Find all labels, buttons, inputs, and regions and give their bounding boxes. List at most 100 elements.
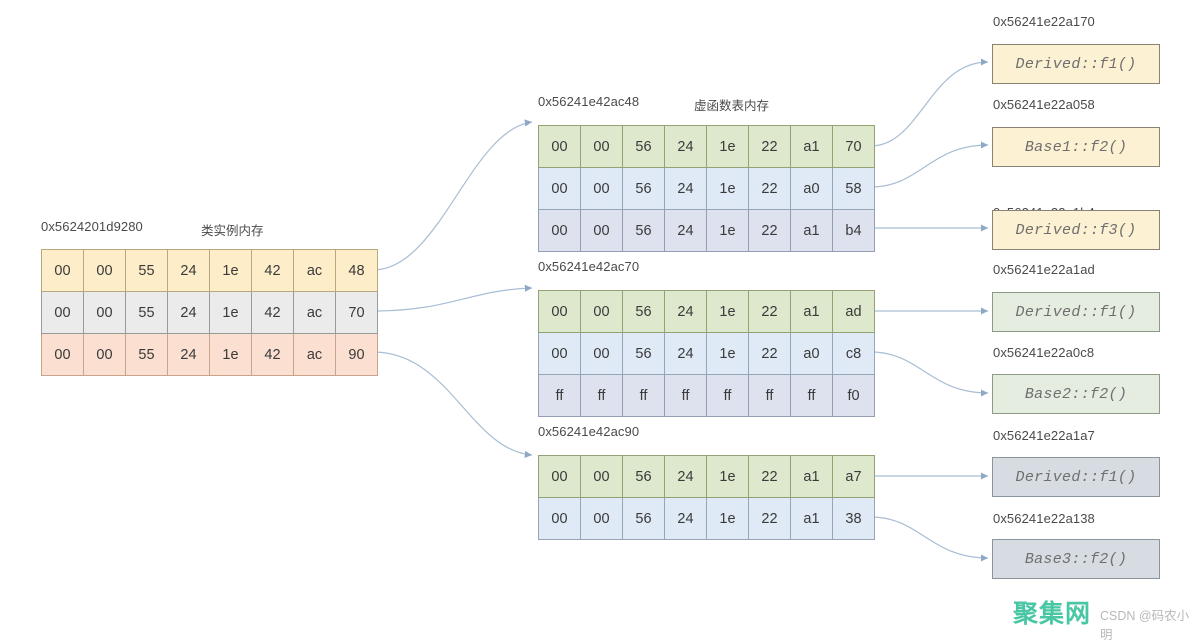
byte-cell: 70 bbox=[832, 125, 875, 168]
byte-cell: ac bbox=[293, 333, 336, 376]
byte-cell: ff bbox=[790, 374, 833, 417]
byte-cell: a0 bbox=[790, 167, 833, 210]
byte-cell: 24 bbox=[664, 497, 707, 540]
byte-cell: 22 bbox=[748, 125, 791, 168]
byte-cell: 58 bbox=[832, 167, 875, 210]
instance-table-address: 0x5624201d9280 bbox=[41, 219, 143, 234]
byte-cell: 1e bbox=[706, 209, 749, 252]
byte-cell: 1e bbox=[706, 167, 749, 210]
function-box[interactable]: Derived::f3() bbox=[992, 210, 1160, 250]
byte-cell: 1e bbox=[706, 455, 749, 498]
instance-table-caption: 类实例内存 bbox=[201, 224, 264, 238]
byte-cell: 00 bbox=[580, 209, 623, 252]
byte-cell: a0 bbox=[790, 332, 833, 375]
byte-cell: a1 bbox=[790, 209, 833, 252]
vtable1-address: 0x56241e42ac48 bbox=[538, 94, 640, 109]
byte-cell: 00 bbox=[580, 497, 623, 540]
function-box[interactable]: Base3::f2() bbox=[992, 539, 1160, 579]
arrow-vt1-row2 bbox=[870, 141, 989, 188]
byte-cell: f0 bbox=[832, 374, 875, 417]
byte-cell: ff bbox=[748, 374, 791, 417]
byte-cell: 00 bbox=[83, 291, 126, 334]
byte-cell: 1e bbox=[209, 249, 252, 292]
function-box[interactable]: Derived::f1() bbox=[992, 44, 1160, 84]
arrow-instance-row1 bbox=[372, 119, 533, 271]
byte-cell: 00 bbox=[41, 291, 84, 334]
function-box[interactable]: Derived::f1() bbox=[992, 292, 1160, 332]
byte-cell: 1e bbox=[706, 497, 749, 540]
byte-cell: 00 bbox=[538, 125, 581, 168]
function-box[interactable]: Derived::f1() bbox=[992, 457, 1160, 497]
byte-cell: 24 bbox=[664, 290, 707, 333]
byte-cell: 00 bbox=[538, 167, 581, 210]
byte-cell: 55 bbox=[125, 291, 168, 334]
byte-cell: c8 bbox=[832, 332, 875, 375]
arrow-vt2-row2 bbox=[870, 351, 989, 397]
arrow-vt1-row1 bbox=[870, 58, 989, 147]
vtable2-address: 0x56241e42ac70 bbox=[538, 259, 640, 274]
byte-cell: 00 bbox=[580, 455, 623, 498]
byte-cell: ac bbox=[293, 249, 336, 292]
byte-cell: 1e bbox=[209, 333, 252, 376]
byte-cell: 00 bbox=[41, 249, 84, 292]
function-address-label: 0x56241e22a170 bbox=[993, 14, 1095, 29]
byte-cell: a1 bbox=[790, 290, 833, 333]
byte-cell: b4 bbox=[832, 209, 875, 252]
byte-cell: 24 bbox=[664, 332, 707, 375]
byte-cell: 1e bbox=[706, 290, 749, 333]
byte-cell: a7 bbox=[832, 455, 875, 498]
function-address-label: 0x56241e22a1ad bbox=[993, 262, 1095, 277]
function-box[interactable]: Base1::f2() bbox=[992, 127, 1160, 167]
byte-cell: 00 bbox=[538, 332, 581, 375]
byte-cell: 1e bbox=[706, 332, 749, 375]
byte-cell: 42 bbox=[251, 333, 294, 376]
byte-cell: ff bbox=[706, 374, 749, 417]
byte-cell: 24 bbox=[664, 167, 707, 210]
byte-cell: 56 bbox=[622, 125, 665, 168]
vtable1-caption: 虚函数表内存 bbox=[694, 99, 770, 113]
byte-cell: 24 bbox=[664, 455, 707, 498]
byte-cell: 22 bbox=[748, 209, 791, 252]
byte-cell: a1 bbox=[790, 125, 833, 168]
byte-cell: 55 bbox=[125, 333, 168, 376]
byte-cell: 00 bbox=[580, 290, 623, 333]
byte-cell: 22 bbox=[748, 455, 791, 498]
byte-cell: 42 bbox=[251, 291, 294, 334]
byte-cell: 55 bbox=[125, 249, 168, 292]
byte-cell: 00 bbox=[580, 332, 623, 375]
byte-cell: 00 bbox=[538, 209, 581, 252]
byte-cell: 00 bbox=[538, 290, 581, 333]
byte-cell: 48 bbox=[335, 249, 378, 292]
byte-cell: 00 bbox=[538, 497, 581, 540]
byte-cell: ff bbox=[622, 374, 665, 417]
function-box[interactable]: Base2::f2() bbox=[992, 374, 1160, 414]
byte-cell: ad bbox=[832, 290, 875, 333]
byte-cell: 22 bbox=[748, 290, 791, 333]
byte-cell: 24 bbox=[167, 249, 210, 292]
byte-cell: ff bbox=[580, 374, 623, 417]
byte-cell: 24 bbox=[664, 209, 707, 252]
byte-cell: a1 bbox=[790, 497, 833, 540]
byte-cell: 42 bbox=[251, 249, 294, 292]
arrow-vt3-row2 bbox=[870, 516, 989, 562]
byte-cell: 38 bbox=[832, 497, 875, 540]
byte-cell: 70 bbox=[335, 291, 378, 334]
byte-cell: 56 bbox=[622, 497, 665, 540]
byte-cell: 00 bbox=[580, 125, 623, 168]
function-address-label: 0x56241e22a138 bbox=[993, 511, 1095, 526]
byte-cell: 24 bbox=[167, 291, 210, 334]
byte-cell: 56 bbox=[622, 209, 665, 252]
byte-cell: 24 bbox=[664, 125, 707, 168]
byte-cell: 00 bbox=[83, 333, 126, 376]
